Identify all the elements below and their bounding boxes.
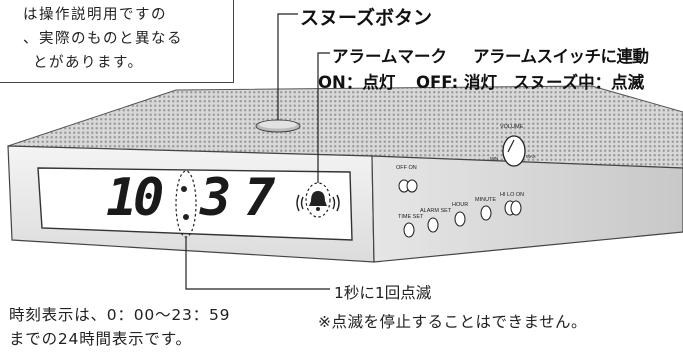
colon-blink-label: 1秒に1回点滅 (334, 284, 432, 302)
volume-min-label: MIN (490, 156, 499, 161)
alarm-bell-icon (296, 191, 340, 212)
minute-label: MINUTE (475, 197, 497, 203)
alarm-mark-highlight (305, 182, 331, 218)
alarm-set-label: ALARM SET (420, 208, 452, 214)
snooze-leader-line (277, 13, 298, 120)
note-line-3: とがあります。 (33, 55, 144, 71)
note-line-2: 、実際のものと異なる (23, 31, 183, 47)
minute-button[interactable] (480, 205, 492, 221)
alarm-mark-leader-line (317, 52, 330, 183)
hi-lo-on-label: HI LO ON (500, 192, 525, 198)
snooze-button[interactable] (255, 119, 301, 133)
time-set-label: TIME SET (398, 214, 424, 220)
volume-knob[interactable] (502, 135, 526, 167)
display-digit-minute-ones: 7 (244, 168, 276, 228)
alarm-snooze-state: スヌーズ中：点滅 (513, 73, 645, 92)
display-24h-note: までの24時間表示です。 (9, 330, 192, 348)
alarm-set-button[interactable] (427, 217, 439, 233)
volume-label: VOLUME (500, 124, 524, 130)
alarm-switch-label: アラームスイッチに連動 (473, 47, 649, 66)
alarm-mark-label: アラームマーク (332, 47, 448, 66)
alarm-off-on-switch[interactable] (398, 179, 418, 193)
manual-note-box: は操作説明用ですの 、実際のものと異なる とがあります。 (0, 0, 234, 83)
snooze-button-label: スヌーズボタン (300, 7, 433, 29)
display-digit-hour-ones: 0 (133, 168, 165, 228)
alarm-off-state: OFF: 消灯 (416, 73, 498, 92)
volume-max-label: MAX (526, 154, 536, 159)
hour-label: HOUR (452, 202, 469, 208)
note-line-1: は操作説明用ですの (23, 7, 167, 23)
hour-button[interactable] (454, 211, 466, 227)
time-set-button[interactable] (403, 222, 415, 238)
alarm-on-state: ON：点灯 (318, 73, 396, 92)
display-digit-minute-tens: 3 (200, 168, 232, 228)
display-range-note: 時刻表示は、0：00〜23：59 (9, 306, 231, 324)
blink-cannot-stop-note: ※点滅を停止することはできません。 (318, 313, 588, 331)
off-on-label: OFF ON (396, 165, 417, 171)
colon-leader-line (185, 237, 330, 290)
colon-dot-upper (181, 186, 187, 192)
colon-dot-lower (183, 214, 189, 220)
display-digit-hour-tens: 1 (106, 168, 137, 228)
